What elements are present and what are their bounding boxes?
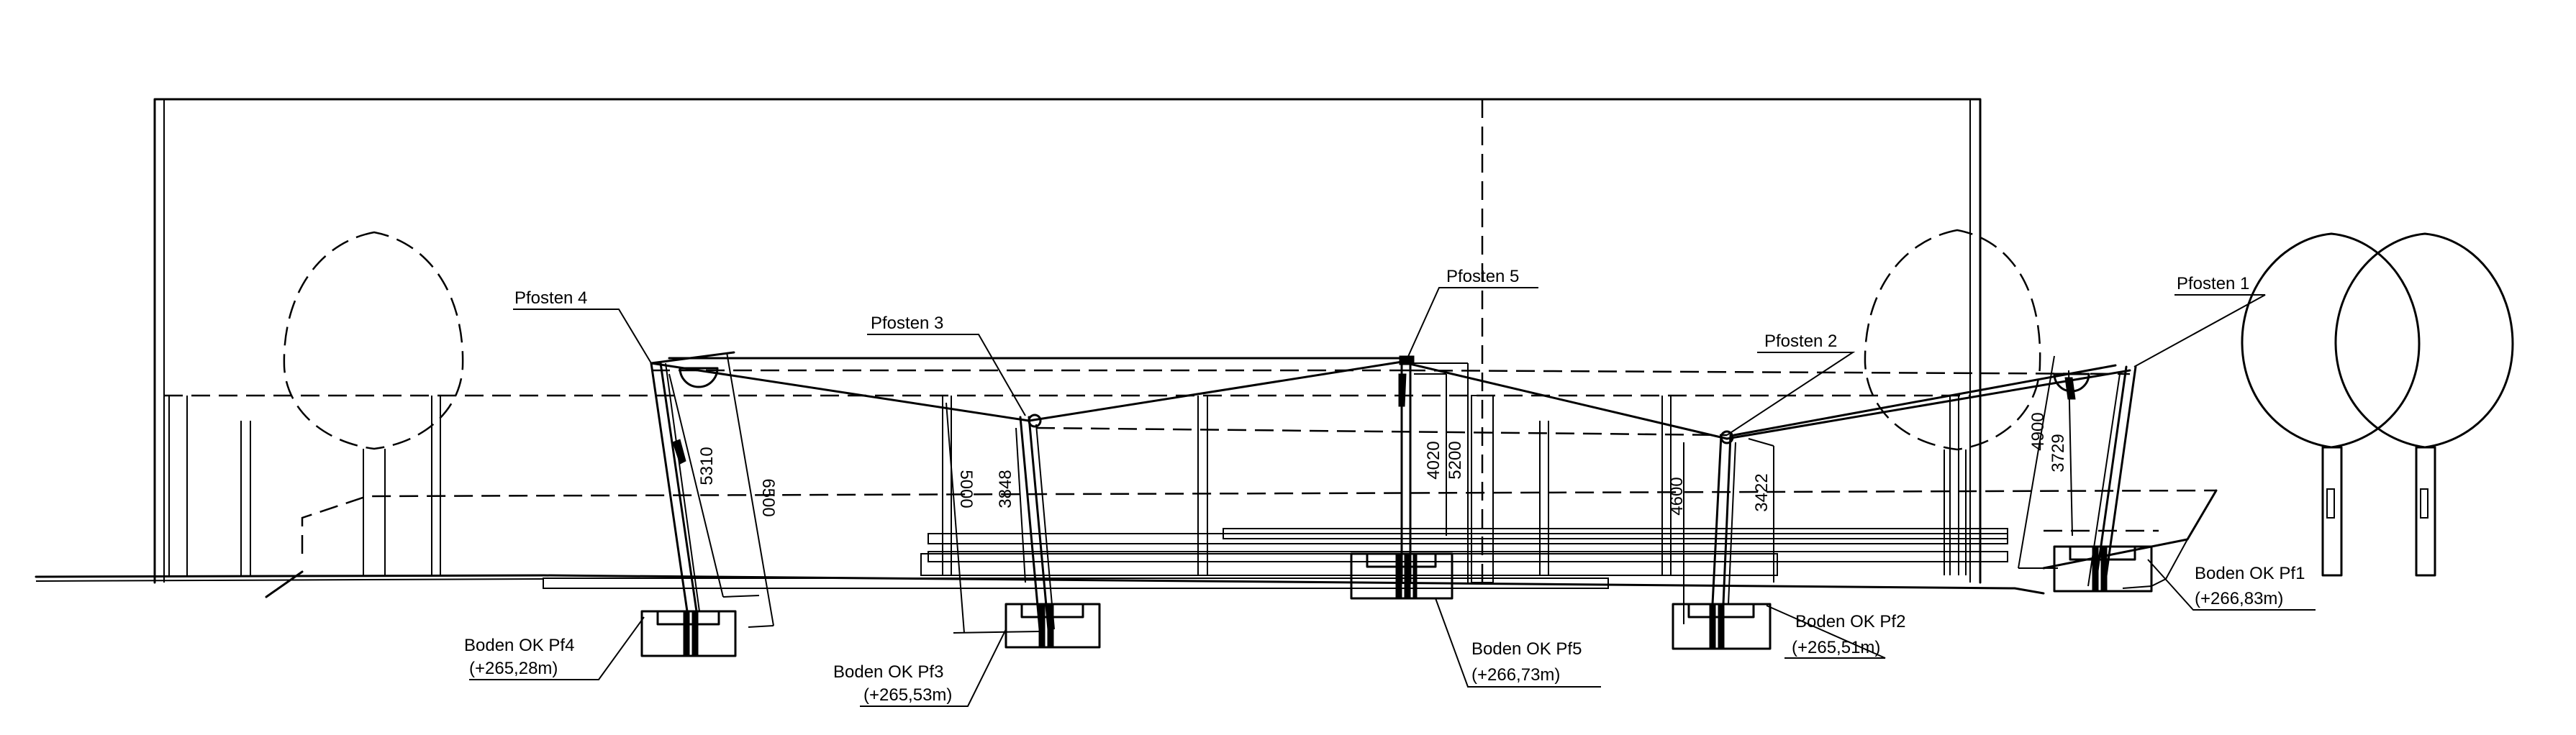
foundation-pf4 xyxy=(640,610,737,657)
foreground-tree-2 xyxy=(2334,232,2514,577)
floor-name-pf5: Boden OK Pf5 xyxy=(1471,639,1582,659)
dim-pf2-outer: 4600 xyxy=(1667,477,1687,515)
floor-level-pf4: (+265,28m) xyxy=(469,659,558,678)
building-outline xyxy=(153,98,1982,584)
background-tree-right xyxy=(1864,229,2041,575)
post-pf2 xyxy=(1711,430,1736,606)
post-label-pf5: Pfosten 5 xyxy=(1446,267,1519,286)
canopy-membrane xyxy=(650,357,2131,440)
floor-level-pf1: (+266,83m) xyxy=(2195,589,2283,608)
floor-level-pf5: (+266,73m) xyxy=(1471,665,1560,685)
post-label-pf3: Pfosten 3 xyxy=(871,314,943,333)
dim-pf1-inner: 3729 xyxy=(2049,434,2068,472)
dim-pf5-outer: 5200 xyxy=(1446,441,1465,479)
background-structure xyxy=(164,394,1970,583)
foundation-pf2 xyxy=(1672,603,1772,650)
floor-name-pf4: Boden OK Pf4 xyxy=(464,636,574,655)
post-label-pf2: Pfosten 2 xyxy=(1764,332,1837,351)
background-tree-left xyxy=(283,231,464,575)
floor-level-pf3: (+265,53m) xyxy=(863,685,952,705)
post-label-pf4: Pfosten 4 xyxy=(514,288,587,308)
post-pf3 xyxy=(1019,414,1055,631)
floor-name-pf3: Boden OK Pf3 xyxy=(833,662,943,682)
dim-pf4-outer: 6500 xyxy=(758,478,778,516)
dimension-lines xyxy=(668,352,2073,634)
post-label-pf1: Pfosten 1 xyxy=(2177,274,2249,293)
dim-pf1-outer: 4900 xyxy=(2028,412,2048,450)
floor-level-pf2: (+265,51m) xyxy=(1792,638,1880,657)
foundation-pf5 xyxy=(1350,552,1453,600)
dim-pf3-inner: 3848 xyxy=(996,470,1015,508)
foreground-tree-1 xyxy=(2241,232,2421,577)
dim-pf2-inner: 3422 xyxy=(1752,473,1772,511)
post-pf5 xyxy=(1398,355,1415,584)
floor-leaders xyxy=(469,559,2316,707)
dim-pf4-inner: 5310 xyxy=(697,447,717,485)
floor-name-pf1: Boden OK Pf1 xyxy=(2195,564,2305,583)
post-leaders xyxy=(513,287,2266,436)
post-pf4 xyxy=(650,351,735,613)
post-pf1 xyxy=(2064,365,2137,588)
dim-pf5-inner: 4020 xyxy=(1424,441,1443,479)
dim-pf3-outer: 5000 xyxy=(956,470,976,508)
floor-name-pf2: Boden OK Pf2 xyxy=(1795,612,1905,631)
foundation-pf3 xyxy=(1004,603,1101,649)
